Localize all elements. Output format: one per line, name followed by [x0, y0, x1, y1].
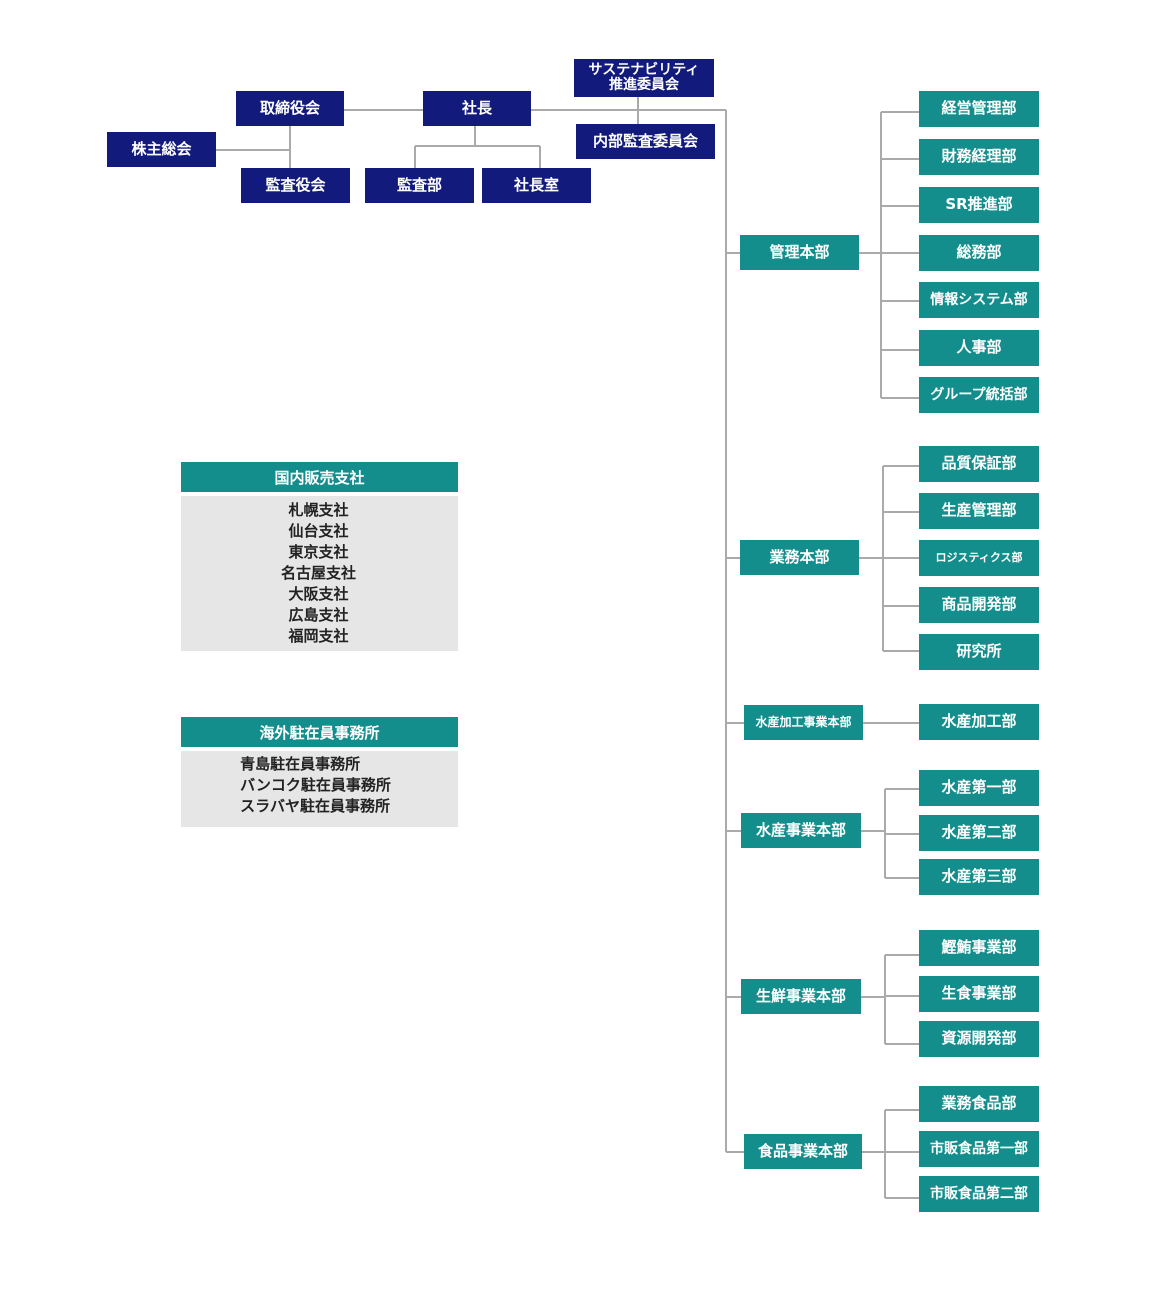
- list-item: 名古屋支社: [280, 564, 356, 582]
- department-label: 水産第二部: [941, 823, 1017, 842]
- department-box: グループ統括部: [919, 377, 1039, 413]
- internal-audit-committee-label: 内部監査委員会: [592, 131, 698, 150]
- division-box: 生鮮事業本部: [741, 979, 861, 1014]
- shareholders-meeting-box: 株主総会: [107, 132, 216, 167]
- division-label: 食品事業本部: [757, 1141, 848, 1160]
- list-item: 仙台支社: [288, 522, 349, 540]
- president-box: 社長: [423, 91, 531, 126]
- department-box: 経営管理部: [919, 91, 1039, 127]
- list-item: 札幌支社: [288, 501, 349, 519]
- list-item: 東京支社: [288, 543, 349, 561]
- department-label: 品質保証部: [941, 454, 1017, 473]
- division-box: 管理本部: [740, 235, 859, 270]
- department-box: 研究所: [919, 634, 1039, 670]
- list-item: バンコク駐在員事務所: [240, 776, 391, 794]
- department-box: 水産第二部: [919, 815, 1039, 851]
- department-label: SR推進部: [945, 195, 1013, 214]
- department-box: 財務経理部: [919, 139, 1039, 175]
- division-label: 水産事業本部: [755, 820, 846, 839]
- presidents-office-label: 社長室: [513, 175, 559, 194]
- department-label: 水産加工部: [941, 712, 1017, 731]
- department-label: 市販食品第一部: [930, 1140, 1028, 1157]
- shareholders-meeting-label: 株主総会: [131, 139, 192, 158]
- internal-audit-committee-box: 内部監査委員会: [576, 124, 715, 159]
- department-label: 市販食品第二部: [930, 1185, 1028, 1202]
- division-label: 水産加工事業本部: [755, 715, 852, 730]
- list-item: 大阪支社: [288, 585, 349, 603]
- domestic-branches-title: 国内販売支社: [274, 468, 365, 487]
- department-box: 商品開発部: [919, 587, 1039, 623]
- overseas-offices-title: 海外駐在員事務所: [259, 723, 380, 742]
- domestic-branches-header: 国内販売支社: [181, 462, 458, 492]
- department-label: 業務食品部: [941, 1094, 1017, 1113]
- department-label: 生産管理部: [941, 501, 1017, 520]
- department-box: 資源開発部: [919, 1021, 1039, 1057]
- board-of-directors-box: 取締役会: [236, 91, 344, 126]
- department-box: 業務食品部: [919, 1086, 1039, 1122]
- division-box: 水産加工事業本部: [744, 705, 863, 740]
- list-item: 青島駐在員事務所: [240, 755, 361, 773]
- department-label: 経営管理部: [941, 99, 1017, 118]
- list-item: スラバヤ駐在員事務所: [240, 797, 390, 815]
- sustainability-committee-label-line1: サステナビリティ: [588, 62, 700, 79]
- department-label: 水産第三部: [941, 867, 1017, 886]
- department-box: 生産管理部: [919, 493, 1039, 529]
- department-label: ロジスティクス部: [935, 551, 1023, 565]
- audit-department-box: 監査部: [365, 168, 474, 203]
- division-box: 業務本部: [740, 540, 859, 575]
- sustainability-committee-label-line2: 推進委員会: [609, 77, 679, 93]
- department-box: 品質保証部: [919, 446, 1039, 482]
- sustainability-committee-box: サステナビリティ 推進委員会: [574, 59, 714, 97]
- department-box: ロジスティクス部: [919, 540, 1039, 576]
- president-label: 社長: [461, 98, 492, 117]
- department-label: 鰹鮪事業部: [941, 938, 1017, 957]
- department-label: グループ統括部: [930, 386, 1028, 403]
- list-item: 福岡支社: [288, 627, 349, 645]
- division-box: 食品事業本部: [744, 1134, 862, 1169]
- department-box: 人事部: [919, 330, 1039, 366]
- department-label: 人事部: [956, 338, 1002, 357]
- overseas-offices-header: 海外駐在員事務所: [181, 717, 458, 747]
- domestic-branches-list: 札幌支社 仙台支社 東京支社 名古屋支社 大阪支社 広島支社 福岡支社: [181, 496, 458, 651]
- division-label: 管理本部: [769, 242, 830, 261]
- department-box: 生食事業部: [919, 976, 1039, 1012]
- audit-board-label: 監査役会: [265, 175, 326, 194]
- department-label: 情報システム部: [930, 291, 1028, 308]
- department-box: 水産第一部: [919, 770, 1039, 806]
- department-box: 水産加工部: [919, 704, 1039, 740]
- department-box: 鰹鮪事業部: [919, 930, 1039, 966]
- presidents-office-box: 社長室: [482, 168, 591, 203]
- division-box: 水産事業本部: [741, 813, 861, 848]
- department-box: 市販食品第二部: [919, 1176, 1039, 1212]
- audit-department-label: 監査部: [396, 175, 442, 194]
- board-of-directors-label: 取締役会: [259, 98, 320, 117]
- overseas-offices-list: 青島駐在員事務所 バンコク駐在員事務所 スラバヤ駐在員事務所: [181, 751, 458, 827]
- department-box: 水産第三部: [919, 859, 1039, 895]
- department-label: 生食事業部: [941, 984, 1017, 1003]
- department-label: 研究所: [956, 642, 1002, 661]
- department-box: 市販食品第一部: [919, 1131, 1039, 1167]
- department-box: 情報システム部: [919, 282, 1039, 318]
- department-label: 財務経理部: [941, 147, 1017, 166]
- department-label: 商品開発部: [941, 595, 1017, 614]
- department-label: 総務部: [956, 243, 1002, 262]
- department-label: 資源開発部: [941, 1029, 1017, 1048]
- list-item: 広島支社: [288, 606, 349, 624]
- division-label: 業務本部: [769, 547, 830, 566]
- department-label: 水産第一部: [941, 778, 1017, 797]
- department-box: SR推進部: [919, 187, 1039, 223]
- audit-board-box: 監査役会: [241, 168, 350, 203]
- department-box: 総務部: [919, 235, 1039, 271]
- division-label: 生鮮事業本部: [755, 986, 846, 1005]
